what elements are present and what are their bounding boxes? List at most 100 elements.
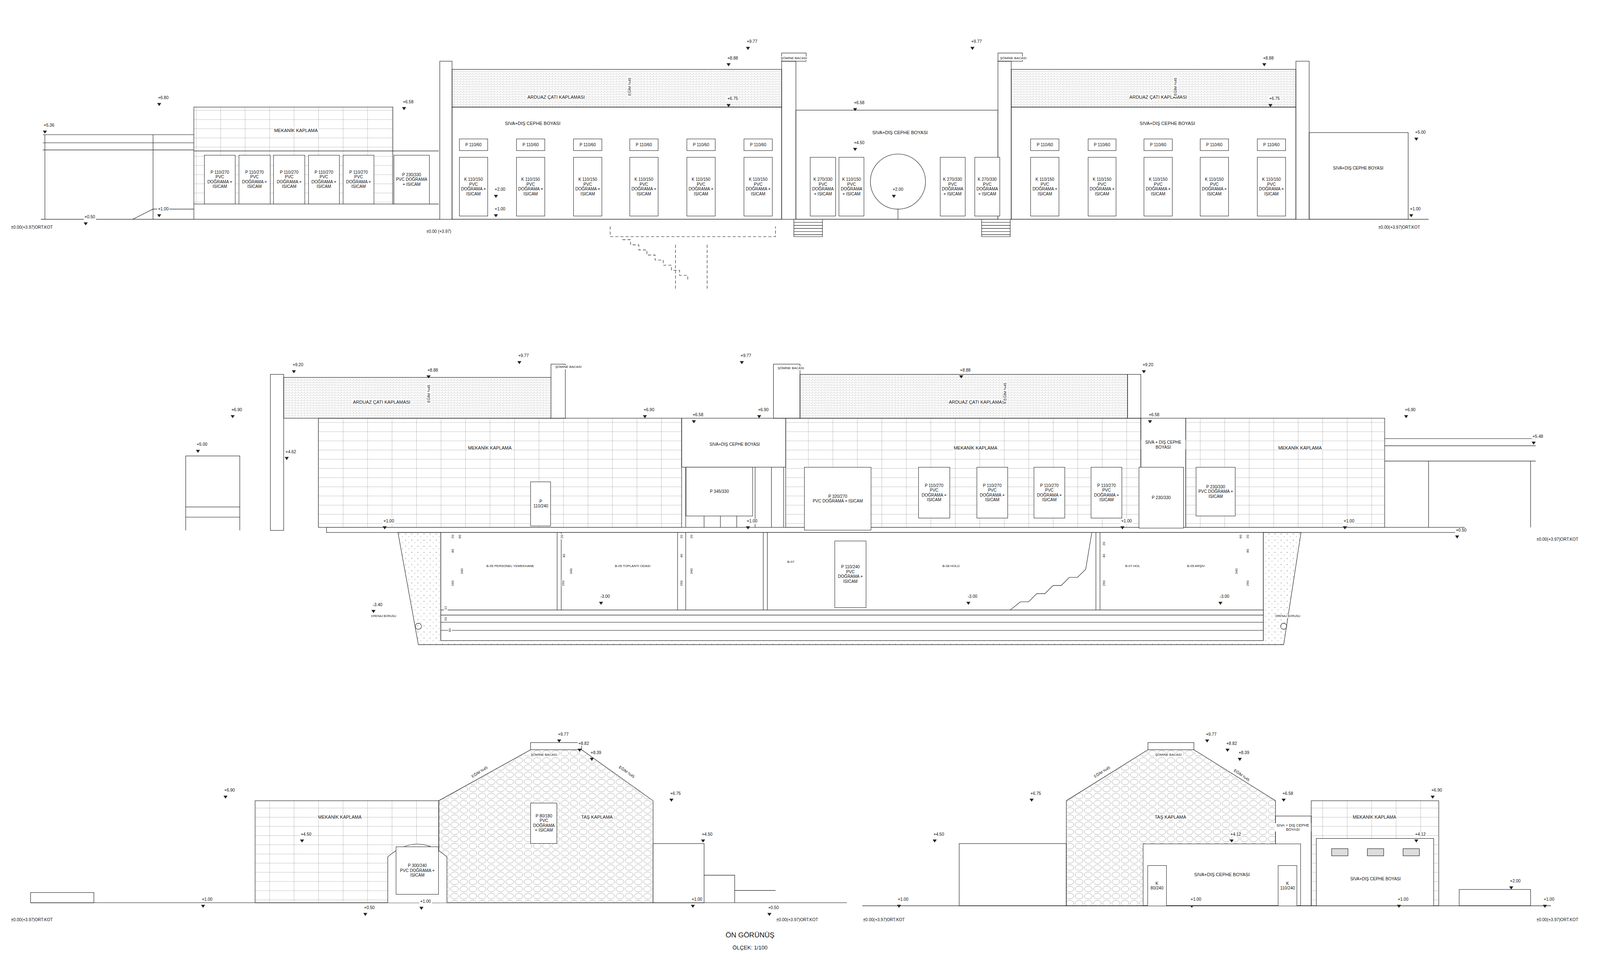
level-mark: +1.00 <box>897 897 910 903</box>
level-mark: +1.00 <box>745 518 758 524</box>
level-mark: +6.75 <box>669 791 682 797</box>
window-note: PVC DOĞRAMA + ISICAM <box>1035 487 1064 503</box>
material-note: ŞÖMİNE BACASI <box>999 56 1028 60</box>
window-frame: P 110/60 <box>1257 138 1286 151</box>
window-code: P 110/60 <box>579 142 596 148</box>
level-mark: +9.77 <box>557 732 570 738</box>
drawing-rect <box>30 892 94 903</box>
level-triangle <box>1414 839 1419 843</box>
window-code: P 110/60 <box>1263 142 1280 148</box>
window-frame: P 110/270PVC DOĞRAMA + ISICAM <box>308 155 340 205</box>
drawing-rect <box>1309 132 1409 220</box>
window-frame: P 110/60 <box>573 138 603 151</box>
dimension: 80 <box>451 548 455 554</box>
material-note: MEKANİK KAPLAMA <box>467 445 513 451</box>
window-code: K 110/150 <box>1262 177 1281 183</box>
window-frame: P 110/60 <box>459 138 488 151</box>
window-code: P 110/270 <box>1040 483 1059 489</box>
level-triangle <box>83 222 88 226</box>
window-note: PVC DOĞRAMA + ISICAM <box>1032 182 1058 197</box>
level-mark: +1.00 <box>1120 518 1133 524</box>
window-frame: P 110/270PVC DOĞRAMA + ISICAM <box>976 467 1008 518</box>
dimension: 40 <box>562 553 567 559</box>
window-note: PVC DOĞRAMA + ISICAM <box>1201 182 1228 197</box>
dimension: EĞİM %45 <box>1173 76 1178 97</box>
window-frame: K 110/150PVC DOĞRAMA + ISICAM <box>516 157 545 217</box>
level-mark: +6.90 <box>642 407 655 413</box>
level-triangle <box>517 361 522 365</box>
window-frame: K 80/240 <box>1147 865 1167 907</box>
window-frame: P 110/60 <box>743 138 773 151</box>
drawing-rect <box>530 742 582 750</box>
window-frame: P 110/240 <box>530 481 551 527</box>
material-note: ŞÖMİNE BACASI <box>530 752 558 757</box>
dimension: 60 <box>458 533 463 540</box>
window-code: P 80/180 <box>535 813 553 819</box>
dimension: 20 <box>560 533 565 540</box>
window-code: P 230/330 <box>1206 484 1225 490</box>
drawing-path <box>42 134 194 220</box>
material-note: EĞİM %45 <box>1232 767 1252 783</box>
window-code: P 110/60 <box>692 142 710 148</box>
drawing-rect <box>1185 418 1385 528</box>
level-mark: +1.00 <box>382 518 395 524</box>
window-note: PVC DOĞRAMA + ISICAM <box>978 487 1007 503</box>
level-triangle <box>493 195 498 198</box>
level-triangle <box>1397 905 1402 908</box>
window-note: PVC DOĞRAMA + ISICAM <box>1089 182 1115 197</box>
dimension: 260 <box>679 580 684 588</box>
dimension: 40 <box>679 553 684 559</box>
level-mark: +4.62 <box>284 449 297 455</box>
drawing-path <box>685 467 784 528</box>
drawing-path <box>185 507 240 531</box>
drawing-caption: ÖLÇEK: 1/100 <box>731 944 769 951</box>
material-note: SIVA+DIŞ CEPHE BOYASI <box>1332 165 1385 171</box>
drawing-circle <box>1280 623 1287 630</box>
drawing-rect <box>452 69 782 108</box>
material-note: SIVA + DIŞ CEPHE BOYASI <box>1140 440 1186 450</box>
level-triangle <box>669 798 674 802</box>
window-code: K 110/150 <box>691 177 711 183</box>
window-frame: P 300/240PVC DOĞRAMA + ISICAM <box>395 846 439 895</box>
level-mark: +6.58 <box>691 412 704 418</box>
window-frame: P 110/60 <box>1087 138 1117 151</box>
material-note: ARDUAZ ÇATI KAPLAMASI <box>526 94 586 100</box>
material-note: ŞÖMİNE BACASI <box>780 56 808 60</box>
level-triangle <box>230 415 235 418</box>
level-triangle <box>966 602 971 605</box>
level-triangle <box>852 147 858 151</box>
window-note: PVC DOĞRAMA + ISICAM <box>344 174 373 190</box>
level-triangle <box>1531 441 1536 445</box>
dimension: 340 <box>1235 567 1239 575</box>
level-mark: +8.82 <box>577 741 590 747</box>
drawing-path <box>981 219 1011 237</box>
level-mark: +2.00 <box>891 187 904 193</box>
level-triangle <box>1414 137 1419 141</box>
level-triangle <box>1455 535 1460 539</box>
window-note: PVC DOĞRAMA + ISICAM <box>836 569 865 585</box>
window-code: P 110/270 <box>924 483 944 489</box>
level-triangle <box>1147 420 1153 424</box>
level-triangle <box>642 415 648 418</box>
window-code: K 110/150 <box>1035 177 1055 183</box>
material-note: EĞİM %45 <box>1092 765 1112 780</box>
drawing-rect <box>255 800 439 903</box>
drawing-rect <box>773 364 800 419</box>
level-triangle <box>363 912 368 916</box>
window-frame: K 110/150PVC DOĞRAMA + ISICAM <box>1087 157 1117 217</box>
level-triangle <box>745 526 750 530</box>
level-triangle <box>577 748 582 752</box>
top-elevation <box>40 52 1429 291</box>
window-frame: K 270/330PVC DOĞRAMA + ISICAM <box>940 157 966 217</box>
level-mark: +8.88 <box>426 367 439 373</box>
dimension: 60 <box>1238 533 1243 540</box>
level-triangle <box>200 905 205 908</box>
window-note: PVC DOĞRAMA + ISICAM <box>631 182 657 197</box>
window-note: PVC DOĞRAMA + ISICAM <box>1197 489 1234 499</box>
level-mark: +6.90 <box>230 407 243 413</box>
window-code: SIVA+DIŞ CEPHE BOYASI <box>1194 872 1250 878</box>
drawing-rect <box>1295 61 1310 220</box>
level-triangle <box>700 839 705 843</box>
level-triangle <box>1029 798 1034 802</box>
level-mark: +1.00 <box>419 899 432 905</box>
